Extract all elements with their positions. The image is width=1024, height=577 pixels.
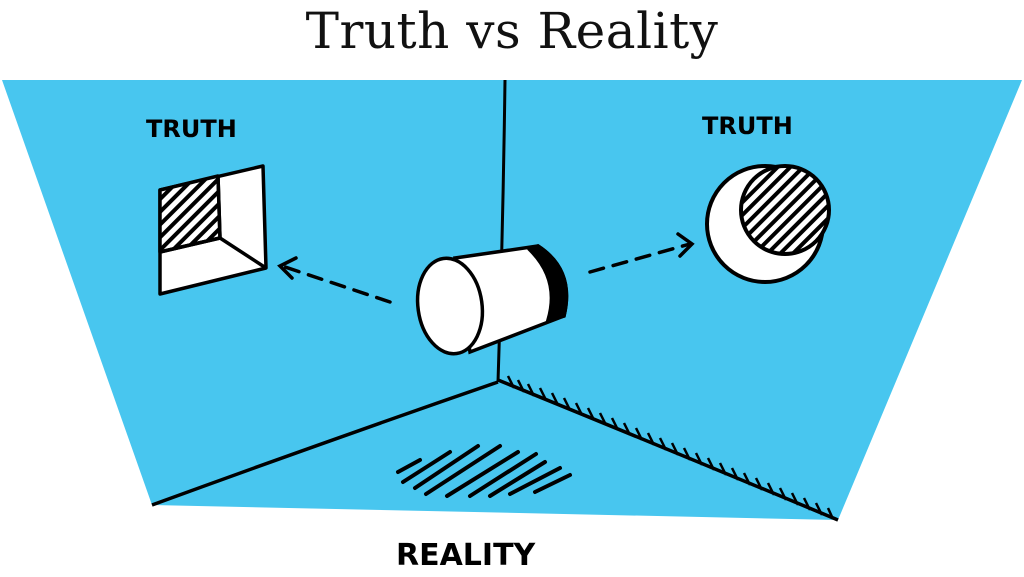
square-projection — [158, 164, 268, 296]
shadow-ticks — [506, 375, 835, 520]
floor-shadow — [396, 444, 572, 498]
floor-edge-left — [151, 380, 499, 507]
circle-projection — [705, 164, 831, 284]
arrow-right — [588, 232, 695, 274]
label-reality: REALITY — [396, 538, 537, 573]
label-truth-left: TRUTH — [146, 115, 237, 143]
label-truth-right: TRUTH — [702, 112, 793, 140]
page-title: Truth vs Reality — [305, 2, 719, 60]
floor-edge-right — [497, 378, 839, 522]
cylinder — [415, 243, 569, 356]
arrow-left — [277, 256, 392, 304]
